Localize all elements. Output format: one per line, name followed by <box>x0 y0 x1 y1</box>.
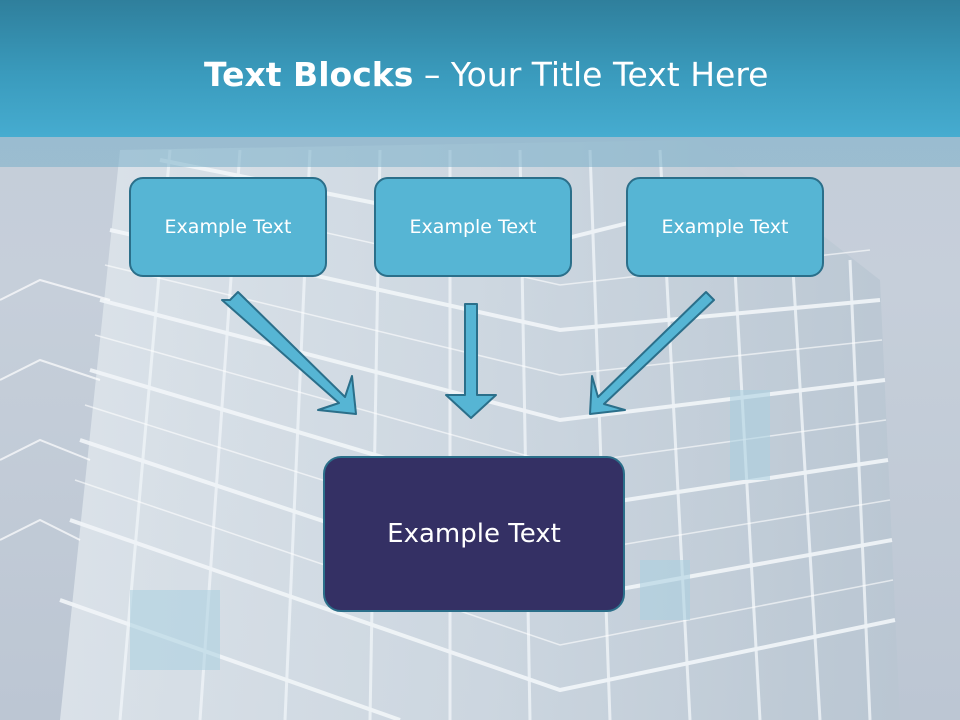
arrow-left-icon <box>221 291 357 415</box>
arrow-right-icon <box>589 291 715 415</box>
text-block-2-label: Example Text <box>409 216 537 238</box>
arrow-center-icon <box>445 303 497 419</box>
main-text-block[interactable]: Example Text <box>323 456 625 612</box>
text-block-3-label: Example Text <box>661 216 789 238</box>
slide-title: Text Blocks – Your Title Text Here <box>204 52 768 98</box>
text-block-1-label: Example Text <box>164 216 292 238</box>
text-block-2[interactable]: Example Text <box>374 177 572 277</box>
text-block-3[interactable]: Example Text <box>626 177 824 277</box>
text-block-1[interactable]: Example Text <box>129 177 327 277</box>
slide-title-bold: Text Blocks <box>204 55 414 94</box>
header-divider-band <box>0 137 960 167</box>
title-bar <box>0 0 960 137</box>
slide-title-rest: – Your Title Text Here <box>413 55 769 94</box>
main-text-block-label: Example Text <box>387 519 561 549</box>
